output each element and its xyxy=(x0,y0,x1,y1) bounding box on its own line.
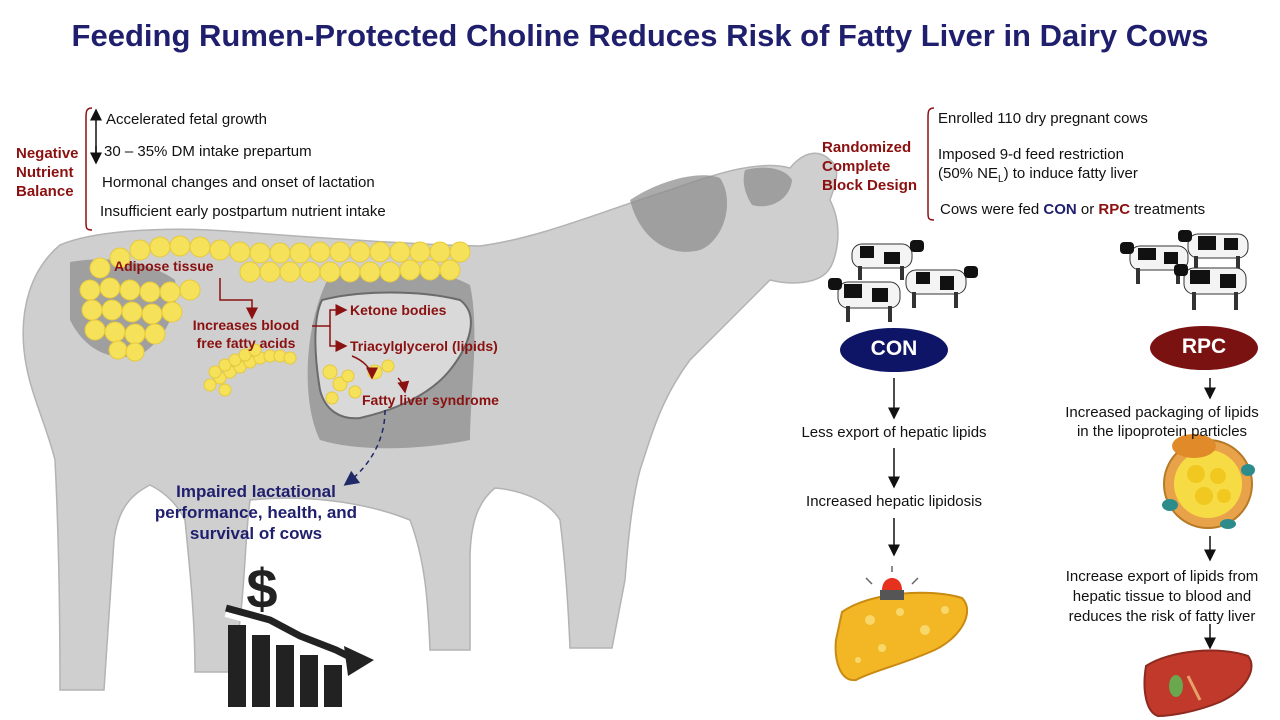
negative-balance-bracket xyxy=(85,107,93,231)
design-enrolled: Enrolled 110 dry pregnant cows xyxy=(938,110,1148,127)
design-treatments: Cows were fed CON or RPC treatments xyxy=(940,201,1205,218)
nnb-label-line: Nutrient xyxy=(16,164,74,181)
design-label: Randomized Complete Block Design xyxy=(822,138,917,195)
page-title: Feeding Rumen-Protected Choline Reduces … xyxy=(71,18,1209,53)
rpc-step-line: hepatic tissue to blood and xyxy=(1072,588,1252,605)
rpc-step-export: Increase export of lipids from hepatic t… xyxy=(1050,567,1274,627)
adipose-droplets xyxy=(79,235,471,362)
impaired-label: Impaired lactational performance, health… xyxy=(136,481,376,544)
con-step-less-export: Less export of hepatic lipids xyxy=(801,424,987,441)
design-label-line: Complete xyxy=(822,158,891,175)
nel-prefix: (50% NE xyxy=(938,165,999,182)
fatty-liver-alarm-icon xyxy=(834,566,968,682)
arrow-to-ketone xyxy=(312,304,348,327)
factor-dm-intake: 30 – 35% DM intake prepartum xyxy=(104,143,312,160)
con-step-lipidosis: Increased hepatic lipidosis xyxy=(806,493,982,510)
con-cows-image xyxy=(828,240,978,322)
treatments-text: Cows were fed xyxy=(940,201,1044,218)
factor-insufficient-intake: Insufficient early postpartum nutrient i… xyxy=(100,203,386,220)
arrow-to-tag xyxy=(329,326,348,352)
rpc-cows-image xyxy=(1120,230,1249,310)
nnb-label-line: Balance xyxy=(16,183,74,200)
rpc-step-line: reduces the risk of fatty liver xyxy=(1068,608,1256,625)
arrow-tag-to-liver xyxy=(351,355,378,380)
impaired-label-line: survival of cows xyxy=(189,524,323,543)
design-label-line: Randomized xyxy=(822,139,912,156)
con-badge: CON xyxy=(840,328,948,372)
impaired-label-line: performance, health, and xyxy=(154,503,358,522)
nel-subscript: L xyxy=(998,174,1004,185)
arrow-dashed-to-impaired xyxy=(343,409,386,486)
fatty-liver-label: Fatty liver syndrome xyxy=(362,392,499,408)
design-restriction-line: (50% NEL) to induce fatty liver xyxy=(938,164,1138,189)
liver-fat-droplets xyxy=(322,359,395,405)
design-bracket xyxy=(927,107,935,221)
factor-fetal-growth: Accelerated fetal growth xyxy=(106,111,267,128)
healthy-liver-icon xyxy=(1143,649,1253,718)
ketone-label: Ketone bodies xyxy=(350,302,447,318)
rpc-step-line: in the lipoprotein particles xyxy=(1076,423,1248,440)
treatments-or: or xyxy=(1076,201,1099,218)
rpc-step-line: Increase export of lipids from xyxy=(1065,568,1259,585)
arrow-to-fatty-liver xyxy=(397,377,410,394)
rpc-step-packaging: Increased packaging of lipids in the lip… xyxy=(1050,403,1274,441)
rpc-step-line: Increased packaging of lipids xyxy=(1065,404,1259,421)
arrow-adipose-to-ffa xyxy=(219,278,258,320)
rpc-badge: RPC xyxy=(1150,326,1258,370)
treatments-rpc: RPC xyxy=(1098,201,1131,218)
nel-suffix: ) to induce fatty liver xyxy=(1003,165,1138,182)
tag-label: Triacylglycerol (lipids) xyxy=(350,338,498,354)
treatments-con: CON xyxy=(1043,201,1077,218)
ffa-label-line: free fatty acids xyxy=(196,335,296,351)
ffa-label-line: Increases blood xyxy=(192,317,300,333)
lipoprotein-particle-icon xyxy=(1162,434,1255,529)
svg-text:$: $ xyxy=(246,557,277,620)
treatments-suffix: treatments xyxy=(1130,201,1206,218)
adipose-label: Adipose tissue xyxy=(114,258,214,274)
dollar-decline-icon: $ xyxy=(224,557,374,707)
design-feed-restriction: Imposed 9-d feed restriction (50% NEL) t… xyxy=(938,145,1138,189)
impaired-label-line: Impaired lactational xyxy=(176,482,336,501)
ffa-label: Increases blood free fatty acids xyxy=(176,316,316,352)
design-label-line: Block Design xyxy=(822,177,918,194)
nnb-label-line: Negative xyxy=(16,145,79,162)
fatty-acid-chain xyxy=(203,343,297,397)
factor-hormonal: Hormonal changes and onset of lactation xyxy=(102,174,375,191)
nnb-label: Negative Nutrient Balance xyxy=(16,144,79,201)
design-restriction-line: Imposed 9-d feed restriction xyxy=(938,146,1124,163)
